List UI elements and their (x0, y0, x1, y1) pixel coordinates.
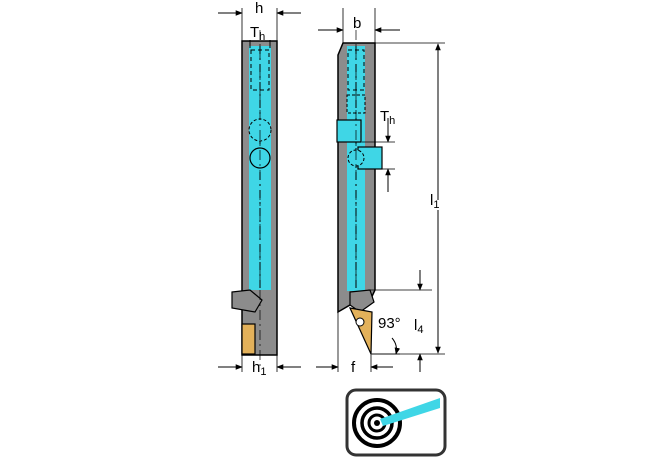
label-angle: 93° (378, 315, 401, 332)
label-h1: h1 (252, 359, 266, 378)
coolant-jet-icon (345, 388, 447, 457)
left-clamp (231, 289, 263, 313)
label-th-left: Th (250, 24, 265, 43)
right-coolant-port-upper (336, 119, 362, 143)
label-h: h (255, 0, 263, 17)
label-l1: l1 (430, 192, 439, 211)
insert-hole (355, 317, 365, 327)
left-insert (241, 323, 256, 355)
right-coolant-channel (347, 46, 365, 291)
right-insert (348, 307, 373, 355)
right-clamp (349, 289, 375, 313)
label-th-right: Th (380, 108, 395, 127)
label-l4: l4 (414, 317, 423, 336)
label-f: f (351, 359, 356, 376)
right-front-view: b Th l1 l4 93° f (316, 8, 445, 376)
label-b: b (353, 15, 361, 32)
left-side-view: h Th h1 (218, 0, 301, 378)
